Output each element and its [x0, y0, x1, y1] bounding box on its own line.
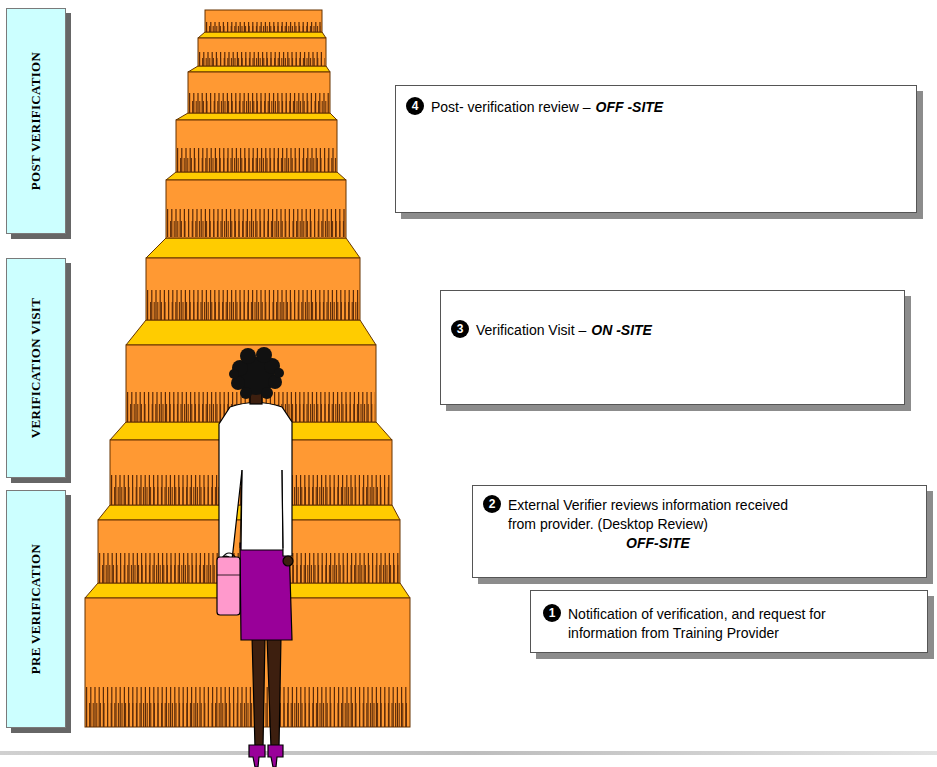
phase-label: VERIFICATION VISIT [28, 298, 44, 438]
step-number: 3 [451, 320, 469, 338]
text-row: OFF-SITE [508, 534, 808, 553]
step-callout-box: 2 External Verifier reviews information r… [472, 485, 927, 578]
callout-content: 2 External Verifier reviews information r… [483, 496, 808, 553]
site-label: OFF-SITE [626, 535, 690, 551]
callout-text: Notification of verification, and reques… [568, 605, 888, 643]
callout-text: Verification Visit – ON -SITE [476, 321, 652, 340]
step-number: 4 [406, 97, 424, 115]
stairs [85, 10, 410, 727]
stair-fringe [86, 27, 409, 715]
phase-band: VERIFICATION VISIT [6, 258, 66, 478]
step-callout-box: 4 Post- verification review – OFF -SITE [395, 85, 917, 213]
callout-content: 1 Notification of verification, and reque… [543, 605, 888, 643]
step-text: Verification Visit – [476, 322, 586, 338]
text-row: Post- verification review – OFF -SITE [431, 98, 663, 117]
callout-content: 3 Verification Visit – ON -SITE [451, 321, 652, 340]
callout-text: External Verifier reviews information re… [508, 496, 808, 553]
callout-text: Post- verification review – OFF -SITE [431, 98, 663, 117]
phase-label: PRE VERIFICATION [28, 544, 44, 674]
step-text: Notification of verification, and reques… [568, 606, 826, 641]
step-callout-box: 3 Verification Visit – ON -SITE [440, 290, 905, 405]
woman-figure [217, 347, 293, 767]
callout-content: 4 Post- verification review – OFF -SITE [406, 98, 663, 117]
phase-band: PRE VERIFICATION [6, 490, 66, 728]
site-label: OFF -SITE [596, 99, 664, 115]
phase-label: POST VERIFICATION [28, 52, 44, 190]
ground-line [0, 751, 937, 755]
site-label: ON -SITE [591, 322, 652, 338]
text-row: External Verifier reviews information re… [508, 496, 808, 534]
step-number: 1 [543, 604, 561, 622]
phase-band: POST VERIFICATION [6, 8, 66, 234]
text-row: Verification Visit – ON -SITE [476, 321, 652, 340]
step-text: External Verifier reviews information re… [508, 497, 788, 532]
step-number: 2 [483, 495, 501, 513]
step-text: Post- verification review – [431, 99, 591, 115]
text-row: Notification of verification, and reques… [568, 605, 888, 643]
step-callout-box: 1 Notification of verification, and reque… [530, 590, 928, 653]
